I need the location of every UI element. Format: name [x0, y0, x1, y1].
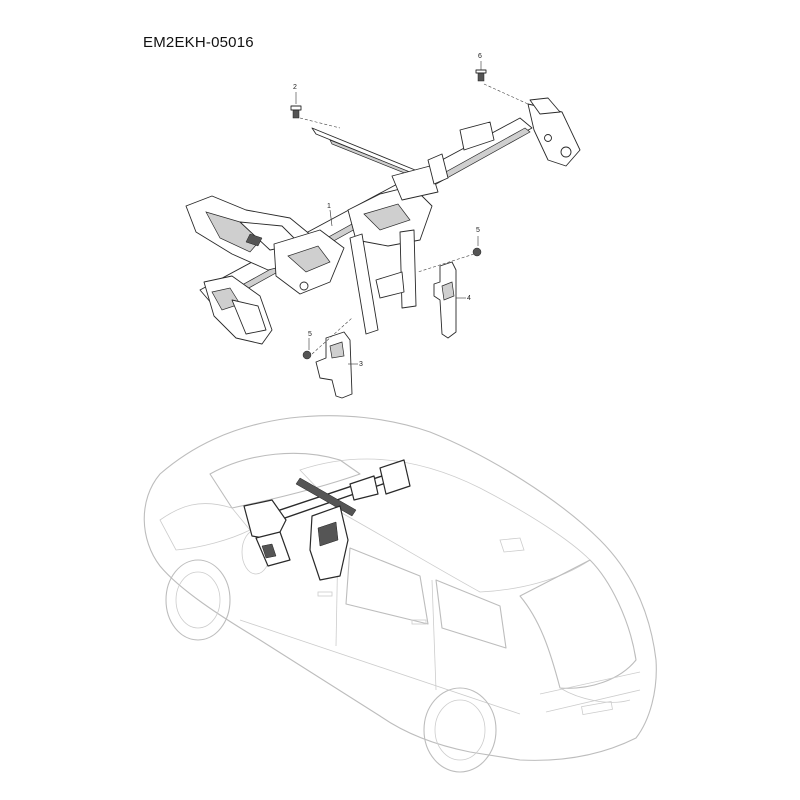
- callout-3: 3: [359, 361, 363, 368]
- nut-5-left: [302, 350, 312, 360]
- diagram-code: EM2EKH-05016: [143, 34, 254, 51]
- callout-1: 1: [327, 203, 331, 210]
- cowl-cross-bar-assembly: [185, 97, 581, 345]
- callout-6: 6: [478, 53, 482, 60]
- lower-bracket-right: [433, 261, 457, 339]
- callout-5b: 5: [476, 227, 480, 234]
- nut-5-right: [472, 247, 482, 257]
- bolt-6: [475, 69, 487, 82]
- bolt-2: [290, 105, 302, 119]
- callout-4: 4: [467, 295, 471, 302]
- vehicle-phantom-outline: [143, 415, 657, 773]
- lower-bracket-left: [315, 331, 353, 399]
- beam-in-vehicle: [243, 459, 411, 581]
- callout-5a: 5: [308, 331, 312, 338]
- leader-lines: [295, 61, 529, 365]
- callout-2: 2: [293, 84, 297, 91]
